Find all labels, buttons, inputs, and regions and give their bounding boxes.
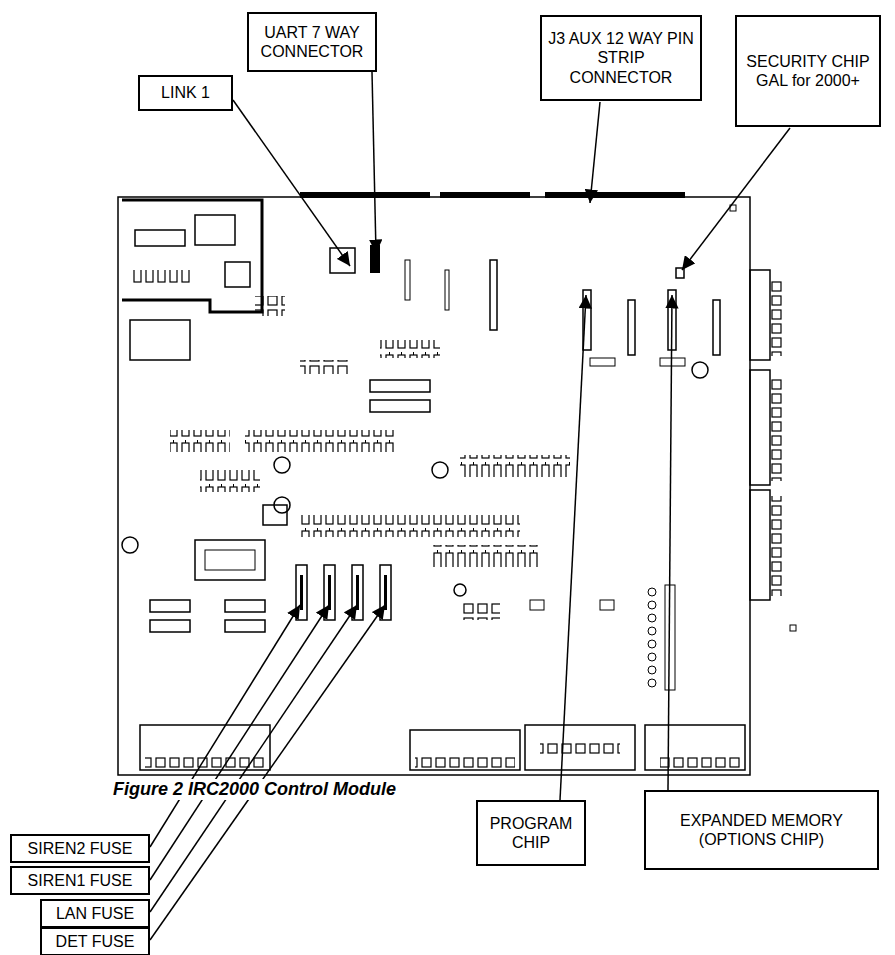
fuse-callout: SIREN2 FUSE: [10, 834, 150, 863]
callout-label: LINK 1: [161, 83, 210, 102]
callout-box: PROGRAM CHIP: [476, 800, 586, 866]
callout-box: SECURITY CHIP GAL for 2000+: [735, 15, 881, 127]
callout-label: SECURITY CHIP GAL for 2000+: [742, 52, 874, 90]
fuse-callout: DET FUSE: [40, 927, 150, 955]
callout-label: SIREN2 FUSE: [28, 839, 133, 858]
callout-label: UART 7 WAY CONNECTOR: [254, 23, 370, 61]
callout-box: EXPANDED MEMORY (OPTIONS CHIP): [644, 790, 879, 870]
callout-label: SIREN1 FUSE: [28, 871, 133, 890]
callout-label: EXPANDED MEMORY (OPTIONS CHIP): [651, 811, 872, 849]
callout-box: LINK 1: [138, 75, 233, 111]
callout-label: J3 AUX 12 WAY PIN STRIP CONNECTOR: [547, 29, 695, 87]
callout-box: J3 AUX 12 WAY PIN STRIP CONNECTOR: [540, 15, 702, 101]
callout-box: UART 7 WAY CONNECTOR: [247, 12, 377, 72]
figure-caption: Figure 2 IRC2000 Control Module: [110, 779, 399, 800]
fuse-callout: SIREN1 FUSE: [10, 866, 150, 895]
callout-label: DET FUSE: [56, 932, 135, 951]
callout-label: PROGRAM CHIP: [483, 814, 579, 852]
fuse-callout: LAN FUSE: [40, 899, 150, 928]
callout-label: LAN FUSE: [56, 904, 134, 923]
